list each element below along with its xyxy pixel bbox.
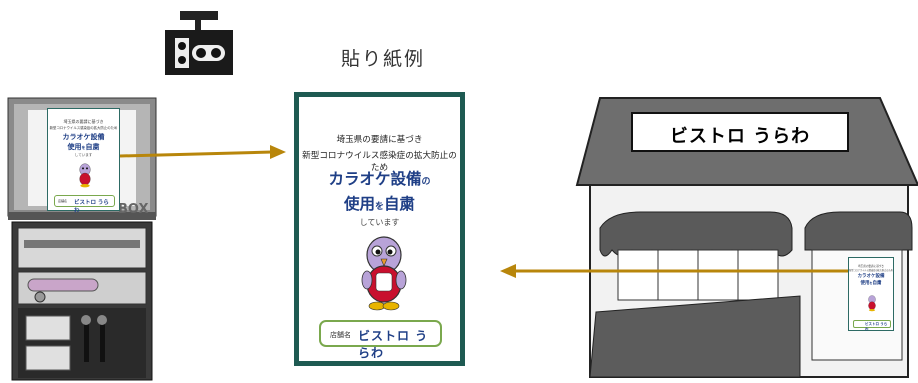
mini-poster-karaoke: 埼玉県の要請に基づき 新型コロナウイルス感染症の拡大防止のため カラオケ設備 使… — [47, 108, 120, 214]
shop-mini-title1: カラオケ設備 — [857, 274, 885, 279]
shop-sign: ビストロ うらわ — [631, 112, 849, 152]
example-poster: 埼玉県の要請に基づき 新型コロナウイルス感染症の拡大防止のため カラオケ設備の … — [294, 92, 465, 366]
arrow-to-poster — [119, 145, 286, 159]
mini-poster-line3: しています — [74, 153, 93, 157]
poster-line3: しています — [359, 218, 400, 227]
example-caption: 貼り紙例 — [341, 48, 426, 70]
mini-poster-title2: 使用を自粛 — [67, 143, 100, 151]
mascot-icon — [79, 163, 91, 188]
store-name-box: 店舗名 ビストロ うらわ — [319, 320, 442, 360]
poster-title2: 使用を自粛 — [343, 195, 416, 213]
ceiling-speaker-icon — [165, 11, 233, 75]
mini-store-name: ビストロ うらわ — [74, 200, 109, 214]
svg-text:BOX: BOX — [118, 202, 149, 217]
mini-poster-namebox: 店舗名 ビストロ うらわ — [54, 195, 115, 214]
shop-mini-namebox: ビストロ うらわ — [853, 320, 891, 331]
shop-mini-store-name: ビストロ うらわ — [865, 322, 888, 331]
store-name-value: ビストロ うらわ — [358, 329, 429, 360]
mascot-icon — [868, 295, 876, 312]
mini-poster-line2: 新型コロナウイルス感染症の拡大防止のため — [49, 126, 118, 130]
mascot-icon — [361, 236, 407, 311]
poster-line1: 埼玉県の要請に基づき — [336, 135, 423, 145]
poster-line2: 新型コロナウイルス感染症の拡大防止のため — [302, 151, 457, 173]
shop-mini-line1: 埼玉県の要請に基づき — [858, 265, 884, 268]
mini-poster-shop: 埼玉県の要請に基づき 新型コロナウイルス感染症の拡大防止のため カラオケ設備 使… — [848, 257, 894, 331]
store-name-label: 店舗名 — [330, 331, 351, 339]
arrow-from-shop — [500, 264, 848, 278]
mini-store-label: 店舗名 — [58, 199, 68, 203]
mini-poster-line1: 埼玉県の要請に基づき — [63, 119, 104, 124]
mini-poster-title1: カラオケ設備 — [62, 133, 105, 141]
shop-mini-title2: 使用を自粛 — [860, 281, 882, 286]
shop-mini-line2: 新型コロナウイルス感染症の拡大防止のため — [849, 269, 893, 272]
poster-title1: カラオケ設備の — [328, 170, 431, 188]
shop-sign-text: ビストロ うらわ — [669, 126, 811, 147]
